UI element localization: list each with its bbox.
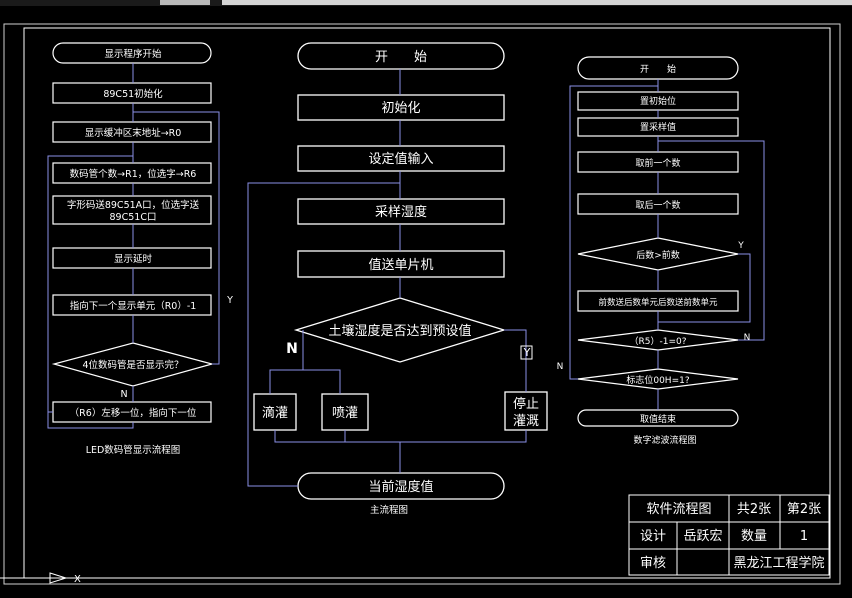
- left-delay-text: 显示延时: [114, 253, 153, 265]
- main-decision-text: 土壤湿度是否达到预设值: [328, 323, 471, 339]
- tb-school: 黑龙江工程学院: [733, 555, 824, 571]
- main-send-box: [297, 250, 505, 278]
- outer-frame: [3, 23, 841, 585]
- main-init-text: 初始化: [381, 101, 420, 116]
- right-caption: 数字滤波流程图: [633, 434, 696, 446]
- main-no-branch-2: [303, 369, 341, 394]
- top-toolbar-strip: [0, 0, 852, 6]
- right-no-label-2: N: [557, 362, 564, 372]
- right-compare-yes: [658, 253, 751, 323]
- main-return-loop: [247, 182, 400, 487]
- main-setvalue-box: [297, 145, 505, 172]
- left-buffer-box: [52, 121, 212, 143]
- main-init-box: [297, 94, 505, 121]
- right-initpos-text: 置初始位: [640, 95, 676, 107]
- main-decision-diamond: [293, 297, 507, 363]
- title-block: 软件流程图 共2张 第2张 设计 岳跃宏 数量 1 审核 黑龙江工程学院: [628, 494, 830, 576]
- main-current-text: 当前湿度值: [368, 479, 433, 495]
- left-loop-yes: [133, 111, 220, 365]
- tb-qty: 1: [800, 529, 808, 544]
- left-send-box: [52, 195, 212, 225]
- main-yes-label: Y: [523, 346, 531, 359]
- main-sample-text: 采样湿度: [375, 204, 427, 220]
- tb-design-label: 设计: [640, 529, 666, 544]
- left-buffer-text: 显示缓冲区末地址→R0: [85, 127, 182, 139]
- main-stop-text-2: 灌溉: [513, 414, 539, 429]
- right-r5-no-loop: [658, 140, 765, 341]
- right-no-label-1: N: [744, 333, 751, 343]
- main-flowchart: 开 始 初始化 设定值输入 采样湿度 值送单片机 土壤湿度是否达到预设值 滴灌 …: [247, 42, 548, 516]
- main-start-text: 开 始: [375, 50, 427, 65]
- right-takenext-text: 取后一个数: [635, 199, 680, 211]
- main-merge-2: [345, 430, 527, 443]
- left-decision-text: 4位数码管是否显示完？: [82, 359, 183, 371]
- tb-designer: 岳跃宏: [683, 529, 722, 544]
- right-start-text: 开 始: [640, 63, 676, 75]
- ucs-x-label: X: [74, 574, 81, 585]
- main-caption: 主流程图: [370, 504, 408, 516]
- tb-sheet: 第2张: [787, 502, 821, 517]
- right-sampleval-text: 置采样值: [640, 121, 676, 133]
- left-start-terminal: [52, 42, 212, 64]
- right-flag-no-loop: [569, 85, 658, 380]
- tb-title: 软件流程图: [646, 502, 711, 517]
- left-init-text: 89C51初始化: [103, 88, 163, 100]
- right-compare-text: 后数>前数: [636, 249, 680, 261]
- toolbar-tab: [160, 0, 210, 5]
- main-start-terminal: [297, 42, 505, 70]
- left-no-label: N: [120, 389, 127, 400]
- main-spray-text: 喷灌: [332, 406, 358, 421]
- left-next-box: [52, 294, 212, 316]
- left-send-text-1: 字形码送89C51A口，位选字送: [67, 199, 200, 211]
- left-shift-text: （R6）左移一位，指向下一位: [70, 407, 197, 419]
- right-yes-label: Y: [737, 241, 744, 251]
- main-sample-box: [297, 198, 505, 225]
- main-stop-text-1: 停止: [513, 396, 539, 412]
- main-no-label: N: [286, 341, 298, 357]
- main-drip-text: 滴灌: [262, 405, 288, 421]
- left-caption: LED数码管显示流程图: [86, 444, 181, 456]
- main-yes-marker: [520, 345, 533, 360]
- left-loop-shift: [47, 155, 133, 413]
- tb-total: 共2张: [737, 502, 771, 517]
- left-count-box: [52, 162, 212, 184]
- tb-review-label: 审核: [640, 556, 666, 571]
- main-yes-branch: [504, 329, 527, 392]
- inner-frame: [23, 27, 831, 579]
- left-count-text: 数码管个数→R1，位选字→R6: [70, 168, 197, 180]
- left-delay-box: [52, 247, 212, 269]
- left-loop-bottom: [47, 412, 134, 429]
- right-end-text: 取值结束: [640, 413, 676, 425]
- left-next-text: 指向下一个显示单元（R0）-1: [70, 300, 197, 312]
- right-flag-text: 标志位00H=1?: [626, 374, 689, 386]
- toolbar-tab: [222, 0, 852, 5]
- main-setvalue-text: 设定值输入: [368, 151, 433, 167]
- main-merge: [274, 430, 346, 443]
- main-send-text: 值送单片机: [368, 257, 433, 273]
- led-display-flowchart: 显示程序开始 89C51初始化 显示缓冲区末地址→R0 数码管个数→R1，位选字…: [47, 42, 233, 456]
- left-init-box: [52, 82, 212, 104]
- digital-filter-flowchart: 开 始 置初始位 置采样值 取前一个数 取后一个数 后数>前数 前数送后数单元后…: [557, 56, 765, 446]
- right-r5-text: （R5）-1=0?: [630, 336, 687, 347]
- main-no-branch: [269, 330, 304, 394]
- tb-qty-label: 数量: [741, 529, 767, 544]
- left-start-text: 显示程序开始: [104, 48, 162, 60]
- ucs-icon: X: [0, 572, 81, 585]
- left-yes-label: Y: [226, 295, 233, 306]
- right-takefirst-text: 取前一个数: [635, 157, 680, 169]
- right-swap-text: 前数送后数单元后数送前数单元: [598, 297, 718, 308]
- left-send-text-2: 89C51C口: [110, 212, 157, 223]
